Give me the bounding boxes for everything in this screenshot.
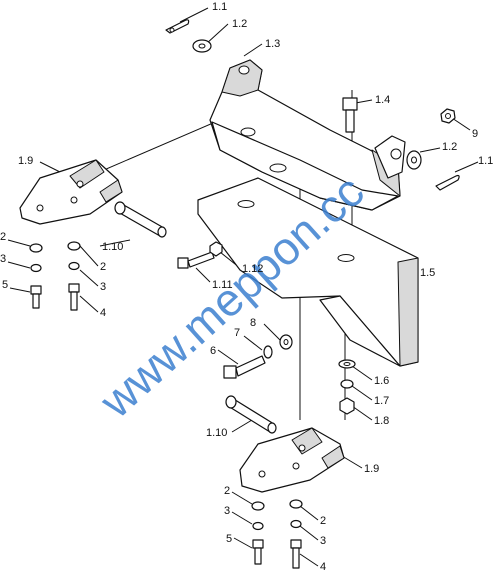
top-bolt <box>342 97 358 133</box>
part-label: 4 <box>320 561 326 573</box>
part-label: 3 <box>100 281 106 293</box>
bolt-6 <box>223 355 266 379</box>
part-label: 1.2 <box>442 141 457 153</box>
main-bracket <box>197 177 419 367</box>
lower-hinge-pin <box>225 395 277 434</box>
upper-left-fasteners <box>29 241 81 311</box>
part-label: 1.1 <box>212 1 227 13</box>
part-label: 1.6 <box>374 375 389 387</box>
washer-7 <box>263 345 273 359</box>
part-label: 9 <box>472 128 478 140</box>
nut-1-12 <box>209 241 223 257</box>
part-label: 3 <box>224 505 230 517</box>
part-label: 1.4 <box>375 94 390 106</box>
right-washer-stack <box>338 359 356 415</box>
part-label: 1.9 <box>18 155 33 167</box>
bolt-1-11 <box>177 251 215 269</box>
part-label: 2 <box>224 485 230 497</box>
upper-hinge-plate <box>19 159 123 225</box>
top-washer <box>192 39 212 53</box>
part-label: 1.12 <box>242 263 263 275</box>
part-label: 1.11 <box>212 279 233 291</box>
upper-hinge-pin <box>114 201 167 238</box>
part-label: 5 <box>226 533 232 545</box>
washer-8 <box>279 334 293 350</box>
nut-9 <box>440 108 456 124</box>
part-label: 5 <box>2 279 8 291</box>
part-label: 3 <box>320 535 326 547</box>
part-label: 8 <box>250 317 256 329</box>
part-label: 1.9 <box>364 463 379 475</box>
top-cotter-pin <box>165 19 190 34</box>
lower-hinge-plate <box>239 427 345 493</box>
part-label: 1.7 <box>374 395 389 407</box>
part-label: 1.1 <box>478 155 493 167</box>
part-label: 3 <box>0 253 6 265</box>
part-label: 4 <box>100 307 106 319</box>
part-label: 7 <box>234 327 240 339</box>
part-label: 1.8 <box>374 415 389 427</box>
part-label: 2 <box>100 261 106 273</box>
part-label: 6 <box>210 345 216 357</box>
part-label: 2 <box>0 231 6 243</box>
part-label: 1.10 <box>102 241 123 253</box>
right-washer <box>406 150 422 170</box>
lower-fasteners <box>251 499 303 569</box>
upper-yoke-frame <box>209 59 406 211</box>
part-label: 1.2 <box>232 18 247 30</box>
part-label: 1.3 <box>265 38 280 50</box>
part-label: 1.5 <box>420 267 435 279</box>
part-label: 1.10 <box>206 427 227 439</box>
right-cotter-pin <box>435 174 460 191</box>
part-label: 2 <box>320 515 326 527</box>
